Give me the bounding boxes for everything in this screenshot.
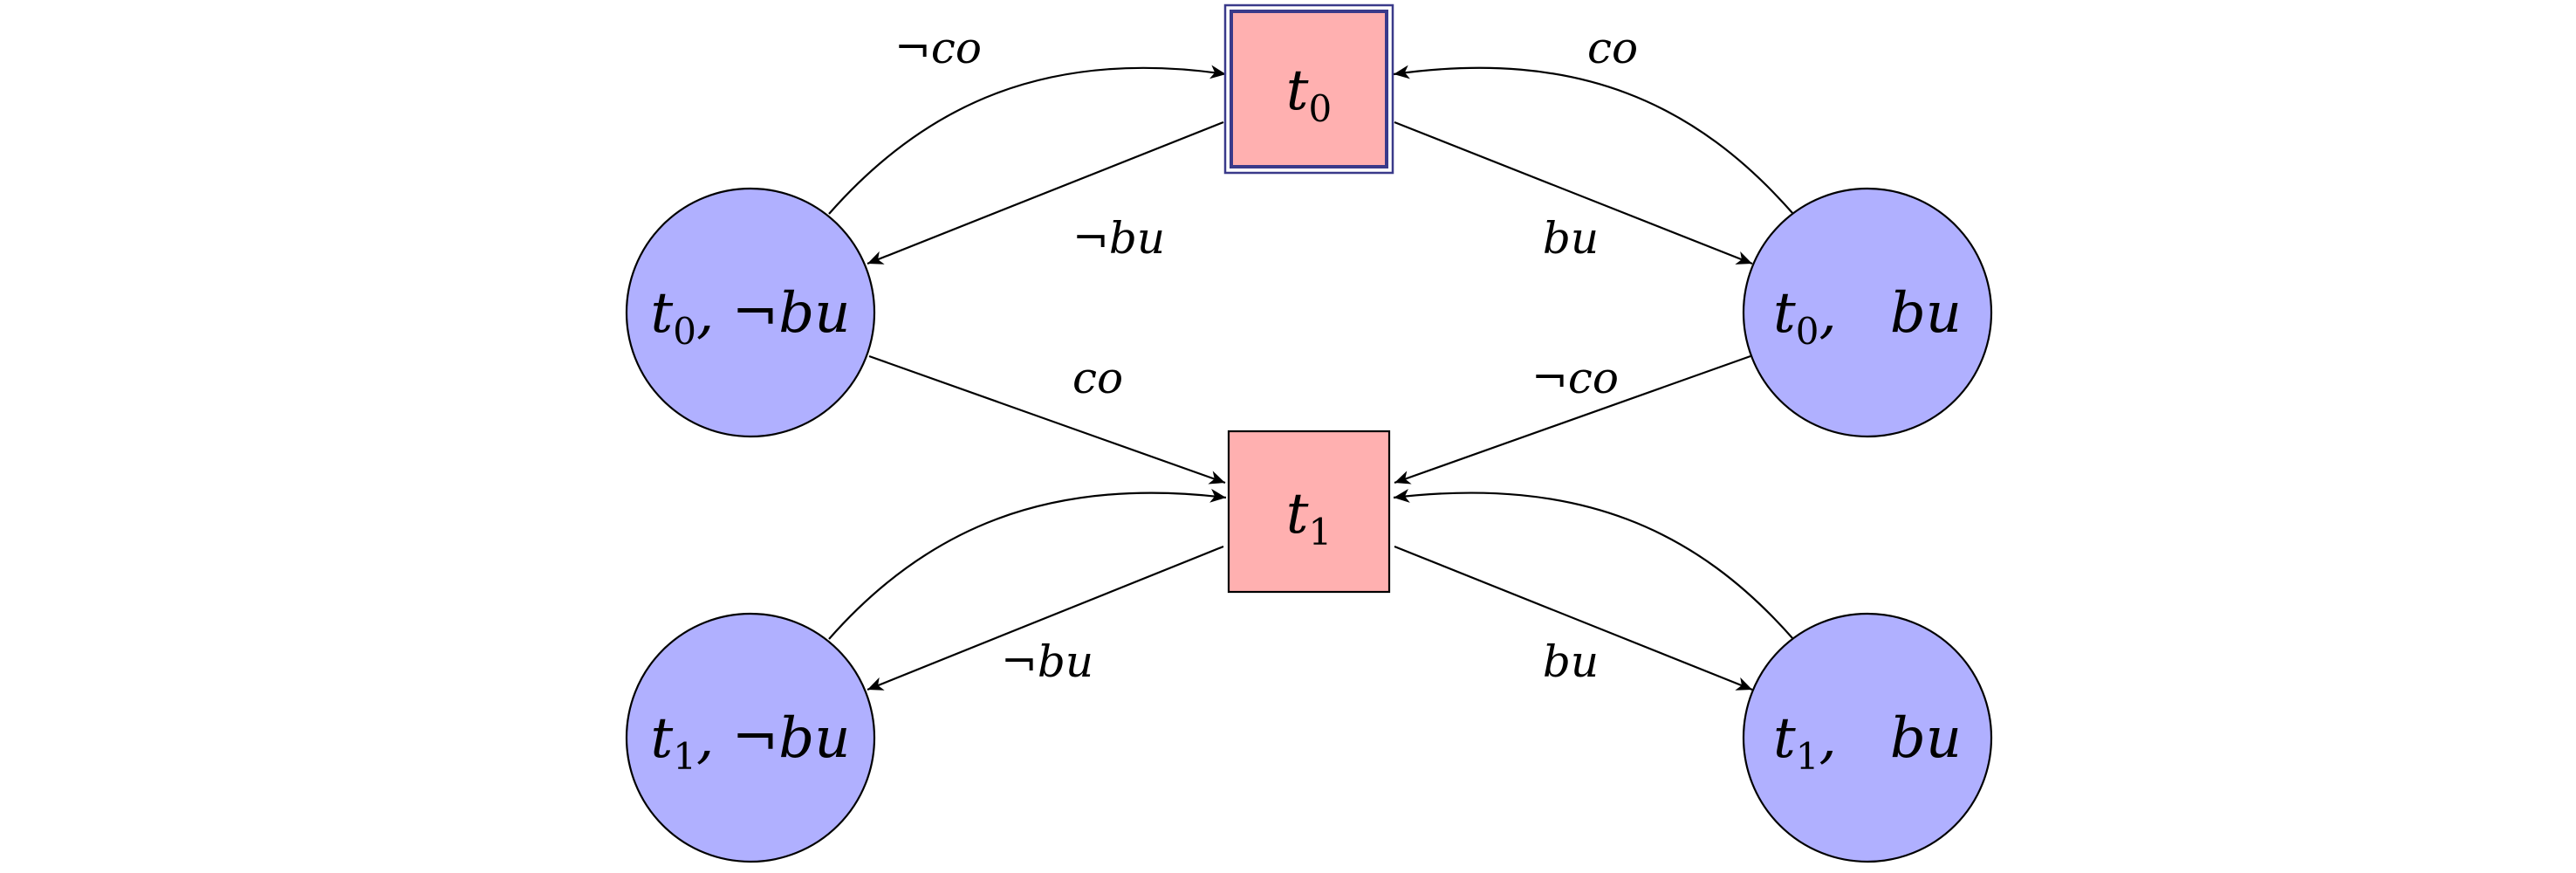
label-t0-not-bu-to-t0: ¬co bbox=[894, 23, 982, 73]
edge-labels: ¬co co ¬bu bu co ¬co ¬bu bu bbox=[894, 23, 1638, 687]
label-t0-to-t0-bu: bu bbox=[1543, 213, 1599, 264]
edges bbox=[828, 65, 1794, 691]
edge-t1-bu-to-t1 bbox=[1393, 488, 1794, 640]
initial-state-outer-border bbox=[1223, 3, 1394, 175]
label-t1-to-t1-not-bu: ¬bu bbox=[1001, 636, 1093, 687]
state-box bbox=[1230, 10, 1388, 168]
node-label: t0, bu bbox=[1773, 281, 1962, 353]
node-t1-not-bu: t1, ¬bu bbox=[625, 612, 876, 863]
node-t0-bu: t0, bu bbox=[1742, 187, 1993, 438]
edge-t0-bu-to-t0 bbox=[1393, 65, 1794, 215]
choice-circle bbox=[1742, 187, 1993, 438]
edge-t0-not-bu-to-t1 bbox=[868, 354, 1226, 485]
node-label: t1, ¬bu bbox=[651, 706, 851, 778]
choice-circle bbox=[625, 612, 876, 863]
label-t0-bu-to-t1: ¬co bbox=[1531, 353, 1619, 403]
node-t1: t1 bbox=[1227, 430, 1391, 594]
node-label: t0 bbox=[1286, 58, 1332, 130]
label-t0-not-bu-to-t1: co bbox=[1072, 353, 1123, 403]
edge-t0-to-t0-bu bbox=[1394, 120, 1753, 265]
node-label: t0, ¬bu bbox=[651, 281, 851, 353]
edge-t1-not-bu-to-t1 bbox=[828, 488, 1227, 640]
label-t0-bu-to-t0: co bbox=[1587, 23, 1638, 73]
node-t1-bu: t1, bu bbox=[1742, 612, 1993, 863]
label-t0-to-t0-not-bu: ¬bu bbox=[1072, 213, 1165, 264]
edge-t1-to-t1-bu bbox=[1394, 545, 1753, 691]
node-t0-not-bu: t0, ¬bu bbox=[625, 187, 876, 438]
node-label: t1, bu bbox=[1773, 706, 1962, 778]
edge-t0-bu-to-t1 bbox=[1394, 354, 1751, 485]
edge-t1-to-t1-not-bu bbox=[867, 545, 1224, 691]
node-label: t1 bbox=[1286, 482, 1332, 553]
state-box bbox=[1227, 430, 1391, 594]
edge-t0-not-bu-to-t0 bbox=[828, 65, 1227, 215]
label-t1-to-t1-bu: bu bbox=[1543, 636, 1599, 687]
choice-circle bbox=[1742, 612, 1993, 863]
choice-circle bbox=[625, 187, 876, 438]
edge-t0-to-t0-not-bu bbox=[867, 120, 1224, 265]
node-t0: t0 bbox=[1223, 3, 1394, 175]
